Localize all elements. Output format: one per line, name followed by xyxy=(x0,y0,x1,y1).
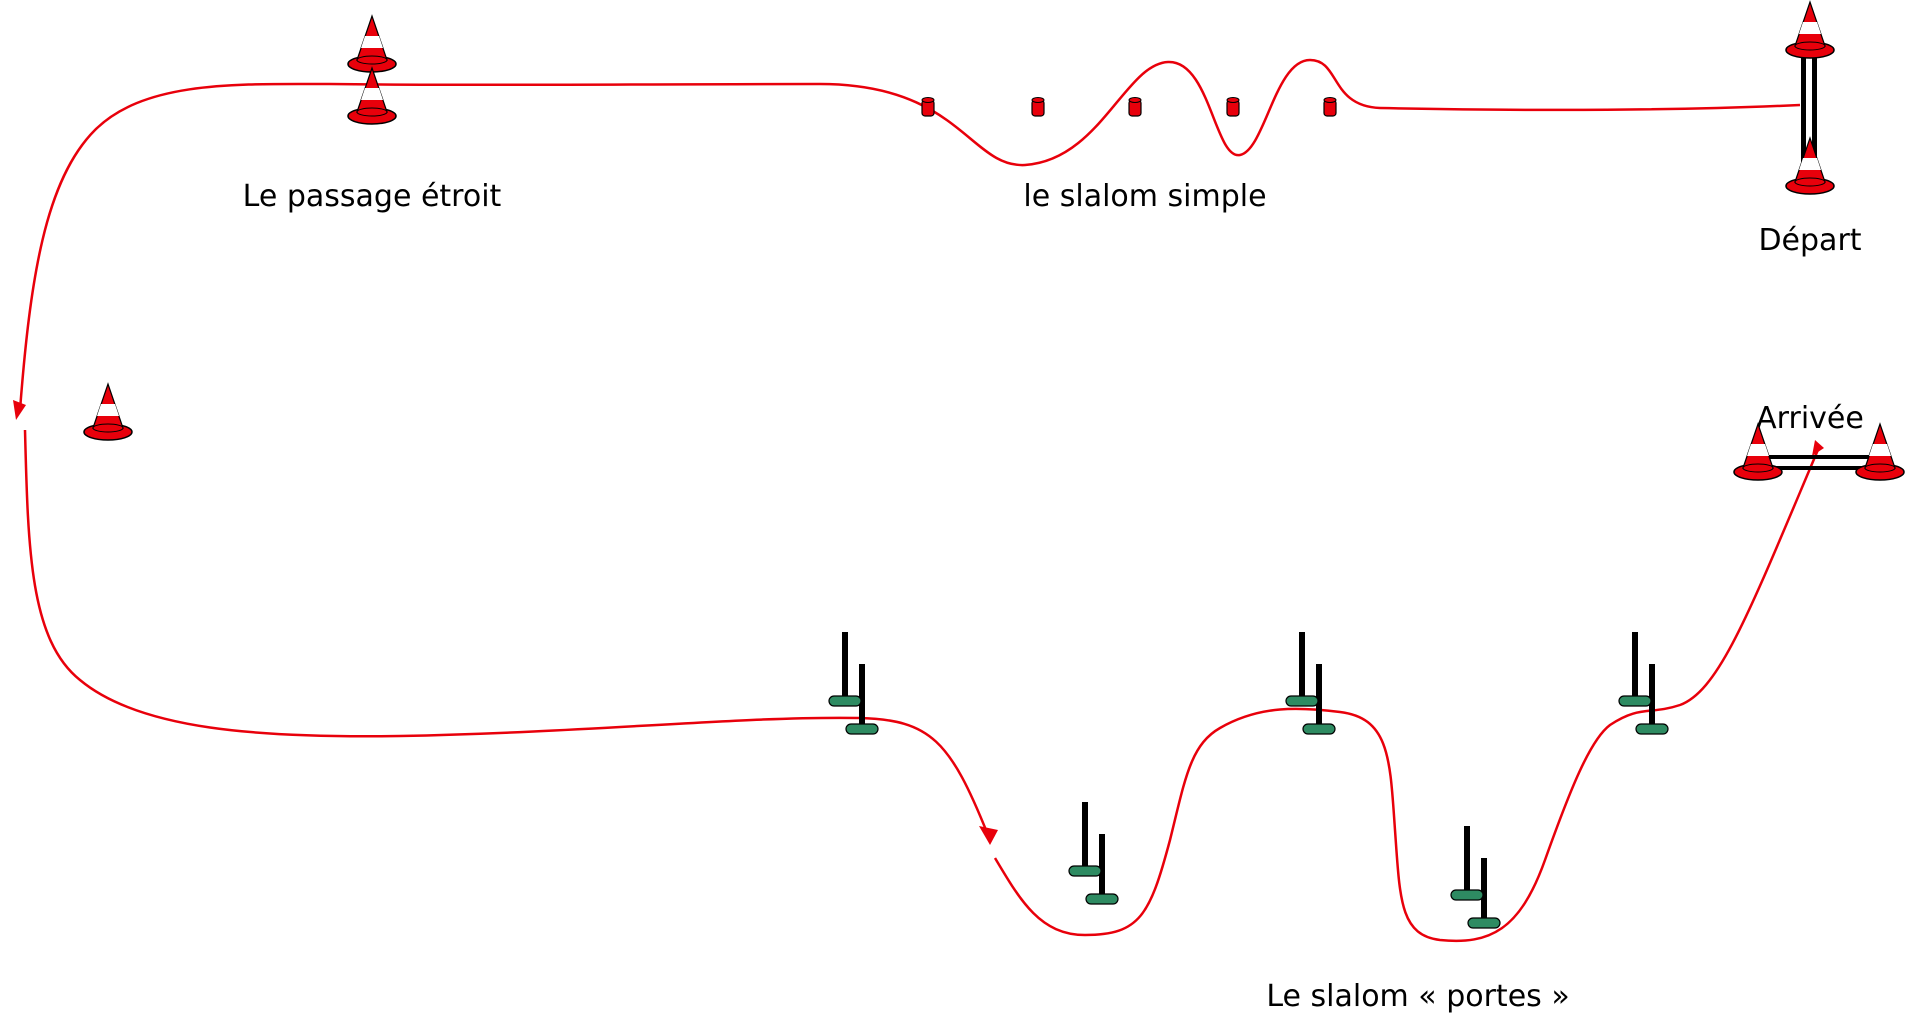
course-arrowhead-left xyxy=(13,400,26,420)
finish-bar xyxy=(1760,466,1880,470)
slalom-marker-icon xyxy=(1128,96,1142,117)
gate-icon xyxy=(1285,631,1336,735)
slalom-marker-icon xyxy=(921,96,935,117)
label-gates-slalom: Le slalom « portes » xyxy=(1266,979,1569,1014)
cone-icon xyxy=(1785,1,1835,59)
slalom-marker-icon xyxy=(1323,96,1337,117)
label-start: Départ xyxy=(1758,223,1861,258)
cone-icon xyxy=(1785,137,1835,195)
course-arrowhead-bottom xyxy=(979,826,998,845)
gate-icon xyxy=(1618,631,1669,735)
gate-icon xyxy=(1450,825,1501,929)
course-arrowhead-finish xyxy=(1812,440,1824,456)
start-pole xyxy=(1812,50,1817,180)
slalom-marker-icon xyxy=(1226,96,1240,117)
course-path-top xyxy=(18,58,1801,411)
gate-icon xyxy=(1068,801,1119,905)
cone-icon xyxy=(347,15,397,73)
label-finish: Arrivée xyxy=(1756,401,1864,436)
finish-bar xyxy=(1760,455,1880,459)
course-path-gates xyxy=(993,444,1822,943)
label-simple-slalom: le slalom simple xyxy=(1023,179,1266,214)
start-pole xyxy=(1801,50,1806,180)
cone-icon xyxy=(83,383,133,441)
slalom-marker-icon xyxy=(1031,96,1045,117)
cone-icon xyxy=(347,67,397,125)
course-path-bottom xyxy=(23,429,990,836)
label-narrow-passage: Le passage étroit xyxy=(243,179,502,214)
